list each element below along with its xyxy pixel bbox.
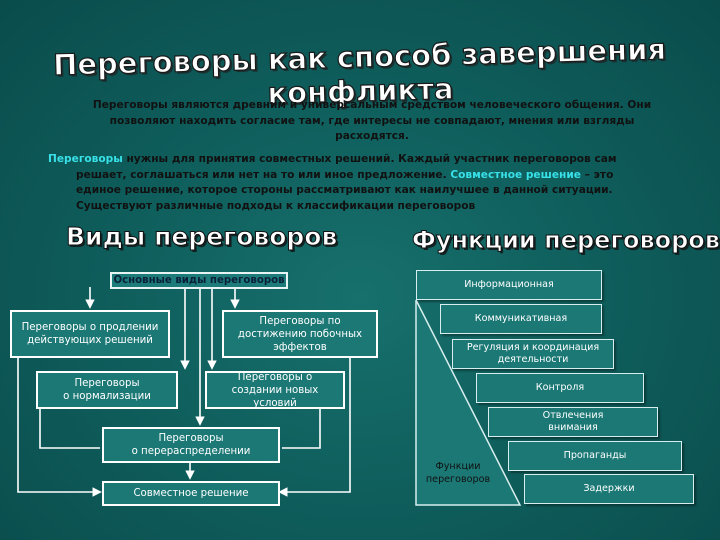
intro-paragraph-2: Переговоры нужны для принятия совместных… <box>48 152 698 214</box>
intro-p2-line2: решает, соглашаться или нет на то или ин… <box>76 168 447 181</box>
functions-heading: Функции переговоров <box>412 226 720 255</box>
normalization-line2: о нормализации <box>63 391 151 402</box>
triangle-label: Функции переговоров <box>418 460 498 486</box>
normalization-line1: Переговоры <box>74 378 140 389</box>
redistribution-line2: о перераспределении <box>131 446 251 457</box>
intro-p2-line1-rest: нужны для принятия совместных решений. К… <box>122 153 617 165</box>
function-regulation: Регуляция и координация деятельности <box>452 339 614 369</box>
box-redistribution: Переговоры о перераспределении <box>102 427 280 463</box>
triangle-label-line2: переговоров <box>425 474 491 485</box>
function-delay: Задержки <box>524 474 694 504</box>
intro-p2-line2-wrap: решает, соглашаться или нет на то или ин… <box>48 168 698 184</box>
intro-p1-line2: позволяют находить согласие там, где инт… <box>109 114 635 127</box>
highlight-joint-decision: Совместное решение <box>450 168 581 181</box>
box-prolong: Переговоры о продлении действующих решен… <box>10 310 170 358</box>
intro-p2-line2-rest: – это <box>580 168 614 181</box>
intro-p2-line3: единое решение, которое стороны рассматр… <box>76 184 613 196</box>
box-normalization: Переговоры о нормализации <box>36 371 178 409</box>
function-propaganda: Пропаганды <box>508 441 682 471</box>
line-side-to-joint <box>278 358 351 497</box>
line-new <box>282 408 321 449</box>
box-side-effects: Переговоры по достижению побочных эффект… <box>222 310 378 358</box>
redistribution-line1: Переговоры <box>158 433 224 444</box>
function-distraction: Отвлечения внимания <box>488 407 658 437</box>
intro-p2-line4: Существуют различные подходы к классифик… <box>76 199 476 212</box>
intro-paragraph-1: Переговоры являются древним и универсаль… <box>52 98 692 145</box>
box-joint-decision: Совместное решение <box>102 481 280 506</box>
types-heading: Виды переговоров <box>65 222 338 252</box>
highlight-negotiations: Переговоры <box>48 153 123 165</box>
box-new-conditions: Переговоры о создании новых условий <box>205 371 345 409</box>
function-control: Контроля <box>476 373 644 403</box>
function-comm: Коммуникативная <box>440 304 602 334</box>
line-norm <box>39 408 100 449</box>
function-info: Информационная <box>416 270 602 300</box>
intro-p1-line1: Переговоры являются древним и универсаль… <box>92 99 652 111</box>
functions-triangle <box>415 299 522 506</box>
intro-p2-line1: Переговоры нужны для принятия совместных… <box>48 152 698 168</box>
intro-p1-line3: расходятся. <box>335 130 409 142</box>
line-prolong-to-joint <box>17 358 102 497</box>
box-main-types: Основные виды переговоров <box>110 272 288 289</box>
triangle-label-line1: Функции <box>435 461 481 472</box>
